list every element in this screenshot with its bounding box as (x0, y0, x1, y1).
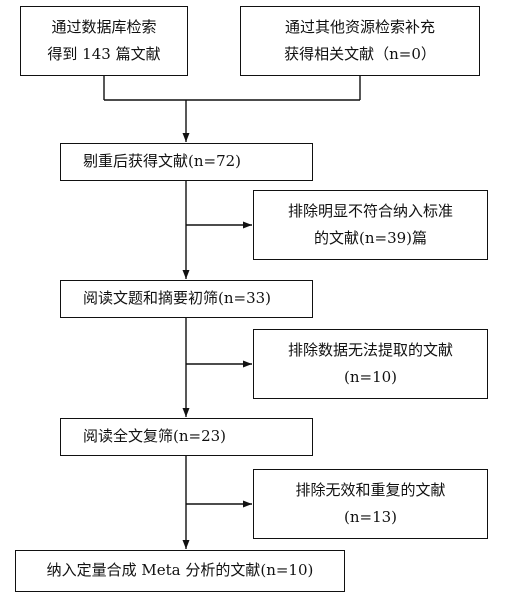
box-after-dedup-text: 剔重后获得文献(n=72) (83, 152, 242, 170)
box-final-included-text: 纳入定量合成 Meta 分析的文献(n=10) (46, 561, 314, 579)
box-exclude-obvious-line-2: 的文献(n=39)篇 (313, 229, 428, 247)
box-exclude-no-data: 排除数据无法提取的文献 (n=10) (253, 329, 488, 399)
box-fulltext-screen-text: 阅读全文复筛(n=23) (83, 427, 227, 445)
box-other-sources-line-2: 获得相关文献（n=0） (284, 45, 436, 63)
box-exclude-obvious: 排除明显不符合纳入标准 的文献(n=39)篇 (253, 190, 488, 260)
box-exclude-no-data-line-1: 排除数据无法提取的文献 (287, 341, 453, 359)
box-title-abstract-screen-text: 阅读文题和摘要初筛(n=33) (83, 289, 272, 307)
box-database-search: 通过数据库检索 得到 143 篇文献 (20, 6, 188, 76)
box-final-included: 纳入定量合成 Meta 分析的文献(n=10) (15, 550, 345, 592)
box-database-search-line-2: 得到 143 篇文献 (47, 45, 161, 63)
box-after-dedup: 剔重后获得文献(n=72) (60, 143, 313, 181)
box-exclude-invalid: 排除无效和重复的文献 (n=13) (253, 469, 488, 539)
box-database-search-line-1: 通过数据库检索 (51, 18, 157, 36)
box-other-sources: 通过其他资源检索补充 获得相关文献（n=0） (240, 6, 480, 76)
box-exclude-no-data-line-2: (n=10) (343, 368, 398, 386)
box-title-abstract-screen: 阅读文题和摘要初筛(n=33) (60, 280, 313, 318)
box-exclude-invalid-line-1: 排除无效和重复的文献 (295, 481, 446, 499)
box-fulltext-screen: 阅读全文复筛(n=23) (60, 418, 313, 456)
box-exclude-invalid-line-2: (n=13) (343, 508, 398, 526)
box-other-sources-line-1: 通过其他资源检索补充 (284, 18, 435, 36)
box-exclude-obvious-line-1: 排除明显不符合纳入标准 (287, 202, 453, 220)
